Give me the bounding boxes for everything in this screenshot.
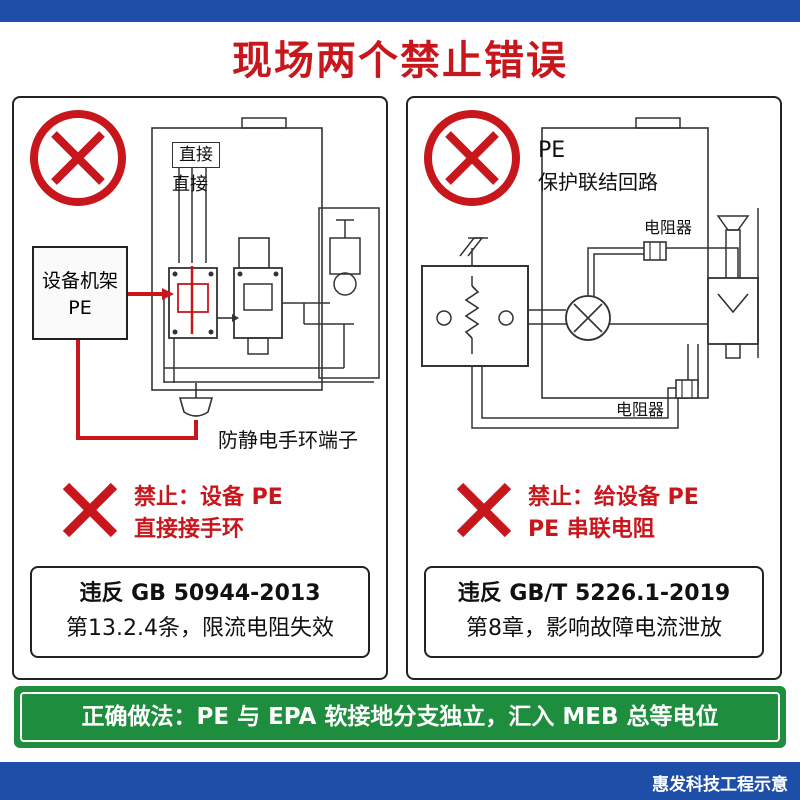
left-prohibition-line1: 禁止：设备 PE: [134, 485, 283, 510]
prohibited-circle-icon: [30, 110, 126, 206]
top-bar: [0, 0, 800, 22]
lamp-symbol: [565, 295, 611, 341]
right-prohibition-line1: 禁止：给设备 PE: [528, 485, 699, 510]
resistor-bottom: [675, 379, 699, 399]
cross-mark-icon: [456, 482, 512, 538]
equipment-box: [421, 237, 529, 367]
left-violation-clause: 第13.2.4条，限流电阻失效: [66, 616, 334, 642]
pe-label: PE: [538, 138, 566, 163]
correct-method-text: 正确做法：PE 与 EPA 软接地分支独立，汇入 MEB 总等电位: [20, 692, 780, 742]
right-device: [707, 208, 759, 359]
right-prohibition-line2: PE 串联电阻: [528, 516, 655, 542]
right-violation-clause: 第8章，影响故障电流泄放: [466, 616, 722, 642]
right-violation-standard: 违反 GB/T 5226.1-2019: [457, 581, 731, 606]
cabinet-outline: [541, 127, 709, 399]
equipment-rack-pe: 设备机架 PE: [32, 246, 128, 340]
right-panel: PE 保护联结回路 电阻器 电阻器 禁止：给设备 PE PE 串联电阻 违反 G…: [406, 96, 782, 680]
left-prohibition: 禁止：设备 PE 直接接手环: [134, 482, 283, 546]
rack-label-line1: 设备机架: [41, 270, 118, 292]
left-wiring-diagram: [30, 110, 380, 538]
resistor-top-label: 电阻器: [644, 218, 693, 237]
right-violation-box: 违反 GB/T 5226.1-2019 第8章，影响故障电流泄放: [424, 566, 764, 658]
footer-brand: 惠发科技工程示意: [652, 775, 788, 795]
prohibited-circle-icon: [424, 110, 520, 206]
wrist-strap-terminal: [178, 383, 214, 417]
right-wiring-diagram: [421, 110, 759, 538]
cross-mark-icon: [62, 482, 118, 538]
cabinet-outline: [151, 127, 323, 391]
right-prohibition: 禁止：给设备 PE PE 串联电阻: [528, 482, 699, 546]
pe-loop-label: 保护联结回路: [538, 170, 658, 194]
wrist-terminal-label: 防静电手环端子: [218, 428, 358, 452]
correct-method-banner: 正确做法：PE 与 EPA 软接地分支独立，汇入 MEB 总等电位: [14, 686, 786, 748]
resistor-bottom-label: 电阻器: [616, 400, 665, 419]
direct-label-1: 直接: [172, 142, 220, 169]
page-title: 现场两个禁止错误: [232, 38, 568, 84]
resistor-top: [643, 241, 667, 261]
left-panel: 直接 直接 设备机架 PE 防静电手环端子 禁止：设备 PE 直接接手环 违反 …: [12, 96, 388, 680]
red-direct-wire: [76, 266, 198, 440]
left-prohibition-line2: 直接接手环: [134, 516, 245, 542]
left-violation-box: 违反 GB 50944-2013 第13.2.4条，限流电阻失效: [30, 566, 370, 658]
direct-label-2: 直接: [172, 174, 208, 195]
rack-label-line2: PE: [68, 296, 92, 319]
left-violation-standard: 违反 GB 50944-2013: [79, 581, 321, 606]
bottom-bar: [0, 762, 800, 800]
terminal-block-2: [233, 237, 283, 355]
